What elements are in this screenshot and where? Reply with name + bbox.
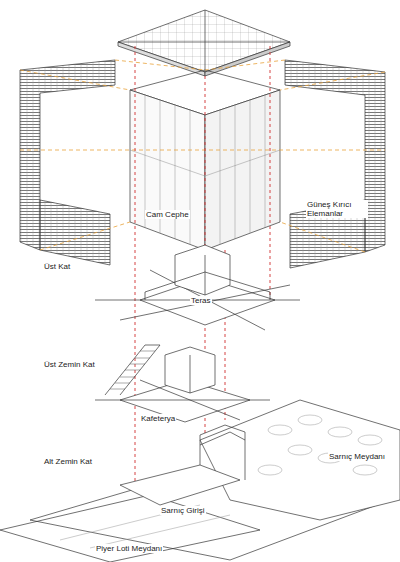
plaza-label: Piyer Loti Meydanı: [95, 544, 163, 553]
level-label: Üst Zemin Kat: [44, 360, 95, 369]
sunshade-label: Güneş Kırıcı Elemanlar: [306, 200, 368, 218]
level-label: Alt Zemin Kat: [44, 457, 92, 466]
plaza-label: Sarnıç Meydanı: [328, 452, 386, 461]
entrance-label: Sarnıç Girişi: [160, 506, 206, 515]
room-label: Teras: [190, 296, 212, 305]
level-label: Üst Kat: [44, 262, 70, 271]
facade-label: Cam Cephe: [145, 210, 190, 219]
room-label: Kafeterya: [140, 414, 176, 423]
